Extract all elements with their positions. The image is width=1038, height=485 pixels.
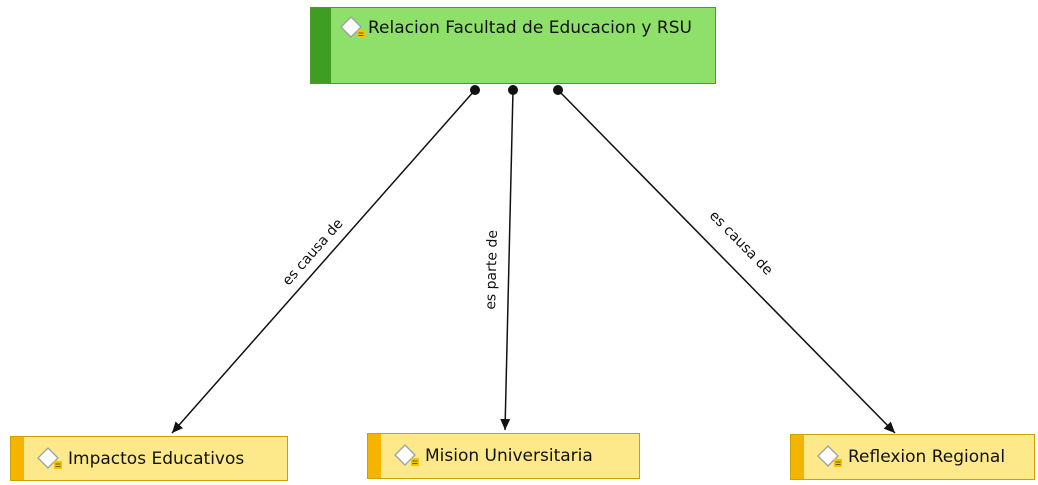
concept-node-root[interactable]: Relacion Facultad de Educacion y RSU	[310, 7, 716, 84]
concept-accent-bar	[791, 435, 804, 479]
relation-mision[interactable]: es parte de	[483, 85, 518, 431]
relation-origin-dot	[508, 85, 518, 95]
relation-impactos[interactable]: es causa de	[171, 85, 480, 434]
concept-note-icon	[37, 447, 62, 469]
concept-label-reflexion: Reflexion Regional	[848, 447, 1006, 467]
concept-note-icon	[394, 444, 419, 466]
relation-origin-dot	[470, 85, 480, 95]
concept-label-impactos: Impactos Educativos	[68, 449, 245, 469]
relation-origin-dot	[553, 85, 563, 95]
concept-node-impactos[interactable]: Impactos Educativos	[10, 436, 288, 481]
concept-note-icon	[340, 16, 365, 38]
relation-label-reflexion: es causa de	[706, 208, 776, 279]
concept-note-icon	[817, 445, 842, 467]
relation-label-mision: es parte de	[483, 230, 501, 310]
concept-node-reflexion[interactable]: Reflexion Regional	[790, 434, 1035, 480]
concept-accent-bar	[311, 8, 331, 83]
concept-node-mision[interactable]: Mision Universitaria	[367, 433, 640, 479]
concept-label-mision: Mision Universitaria	[425, 446, 593, 466]
concept-accent-bar	[11, 437, 24, 480]
concept-label-root: Relacion Facultad de Educacion y RSU	[368, 18, 692, 38]
relation-reflexion[interactable]: es causa de	[553, 85, 896, 434]
concept-accent-bar	[368, 434, 381, 478]
relation-label-impactos: es causa de	[279, 216, 346, 289]
